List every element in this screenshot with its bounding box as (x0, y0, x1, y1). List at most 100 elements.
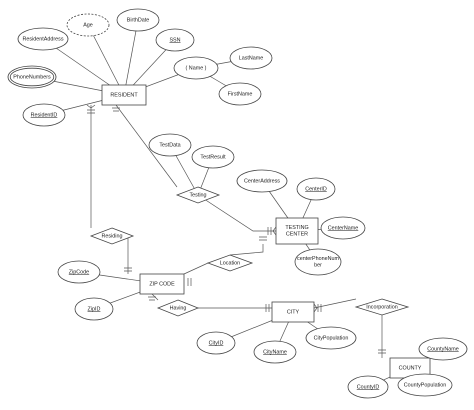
centerphone-label: centerPhoneNum (297, 256, 339, 262)
residentaddress-attribute[interactable]: ResidentAddress (17, 27, 69, 51)
zipcode-attribute[interactable]: ZipCode (57, 260, 101, 284)
firstname-ellipse (218, 82, 262, 106)
testing_center-box (275, 217, 319, 245)
resident-box (101, 84, 147, 106)
centerphone-label: ber (314, 263, 322, 269)
birthdate-attribute[interactable]: BirthDate (116, 8, 160, 32)
cityid-attribute[interactable]: CityID (196, 331, 236, 355)
zipcode-ellipse (57, 260, 101, 284)
residentid-label: ResidentID (31, 112, 58, 118)
name-ellipse (173, 56, 219, 80)
countyname-attribute[interactable]: CountyName (418, 337, 468, 361)
residentaddress-ellipse (17, 27, 69, 51)
phonenumbers-label: PhoneNumbers (13, 74, 51, 80)
cityname-label: CityName (263, 349, 287, 355)
incorporation-label: Incorporation (366, 304, 397, 310)
ssn-label: SSN (169, 37, 180, 43)
countypopulation-label: CountyPopulation (404, 382, 447, 388)
zip-entity[interactable]: ZIP CODE (139, 273, 185, 295)
zipid-label: ZipID (88, 306, 101, 312)
city-entity[interactable]: CITY (271, 301, 315, 323)
location-diamond (206, 254, 254, 272)
testresult-label: TestResult (200, 154, 226, 160)
zipid-ellipse (74, 297, 114, 321)
cityname-attribute[interactable]: CityName (253, 340, 297, 364)
ssn-ellipse (155, 28, 195, 52)
testing-label: Testing (189, 192, 206, 198)
centerid-attribute[interactable]: CenterID (296, 177, 336, 201)
incorporation-diamond (354, 298, 410, 316)
countypopulation-attribute[interactable]: CountyPopulation (397, 373, 453, 397)
centeraddress-ellipse (236, 169, 288, 193)
citypopulation-attribute[interactable]: CityPopulation (305, 326, 357, 350)
center-location-mark (259, 236, 267, 241)
connector-resident-birthdate (123, 19, 139, 96)
citypopulation-label: CityPopulation (314, 335, 349, 341)
resident-entity[interactable]: RESIDENT (101, 84, 147, 106)
centeraddress-label: CenterAddress (244, 178, 280, 184)
testing_center-label: TESTING (285, 225, 308, 231)
countyid-attribute[interactable]: CountyID (347, 375, 389, 399)
centerid-label: CenterID (305, 186, 327, 192)
testresult-ellipse (191, 145, 235, 169)
ssn-attribute[interactable]: SSN (155, 28, 195, 52)
cityid-label: CityID (209, 340, 224, 346)
lastname-attribute[interactable]: LastName (229, 46, 273, 70)
name-label: ( Name ) (186, 65, 207, 71)
residing-diamond (89, 227, 135, 245)
testdata-attribute[interactable]: TestData (148, 133, 192, 157)
county-label: COUNTY (399, 365, 422, 371)
location-label: Location (220, 260, 240, 266)
cityname-ellipse (253, 340, 297, 364)
connector-layer (31, 19, 444, 388)
cityid-ellipse (196, 331, 236, 355)
having-relationship[interactable]: Having (156, 299, 200, 317)
county-incorporation-mark (378, 349, 386, 354)
resident-label: RESIDENT (110, 92, 138, 98)
county-entity[interactable]: COUNTY (389, 357, 431, 379)
having-label: Having (170, 305, 187, 311)
connector-resident-age (87, 24, 125, 96)
citypopulation-ellipse (305, 326, 357, 350)
zipid-attribute[interactable]: ZipID (74, 297, 114, 321)
zip-location-mark (187, 278, 192, 286)
testresult-attribute[interactable]: TestResult (191, 145, 235, 169)
centername-attribute[interactable]: CenterName (320, 216, 366, 240)
name-attribute[interactable]: ( Name ) (173, 56, 219, 80)
city-label: CITY (287, 309, 300, 315)
firstname-attribute[interactable]: FirstName (218, 82, 262, 106)
centerid-ellipse (296, 177, 336, 201)
residing-relationship[interactable]: Residing (89, 227, 135, 245)
connector-location-zip (183, 262, 209, 275)
location-relationship[interactable]: Location (206, 254, 254, 272)
phonenumbers-inner-ellipse (9, 67, 55, 87)
zip-label: ZIP CODE (149, 281, 175, 287)
cardinality-marks (86, 104, 386, 354)
testing_center-label: CENTER (286, 232, 308, 238)
city-box (271, 301, 315, 323)
connector-resident-testing (115, 104, 178, 188)
connector-testing_center-location (229, 244, 264, 256)
residing-label: Residing (102, 233, 123, 239)
testdata-label: TestData (159, 142, 180, 148)
firstname-label: FirstName (228, 91, 253, 97)
residentid-ellipse (22, 103, 66, 127)
resident-testing-mark (112, 107, 120, 112)
connector-testing-testing_center (197, 194, 276, 232)
countyname-label: CountyName (427, 346, 458, 352)
age-attribute[interactable]: Age (66, 13, 110, 37)
phonenumbers-attribute[interactable]: PhoneNumbers (7, 65, 57, 89)
countypopulation-ellipse (397, 373, 453, 397)
centeraddress-attribute[interactable]: CenterAddress (236, 169, 288, 193)
centerphone-ellipse (294, 248, 342, 276)
age-label: Age (83, 22, 93, 28)
lastname-label: LastName (239, 55, 264, 61)
testing-relationship[interactable]: Testing (175, 186, 221, 204)
having-diamond (156, 299, 200, 317)
residentid-attribute[interactable]: ResidentID (22, 103, 66, 127)
testdata-ellipse (148, 133, 192, 157)
incorporation-relationship[interactable]: Incorporation (354, 298, 410, 316)
